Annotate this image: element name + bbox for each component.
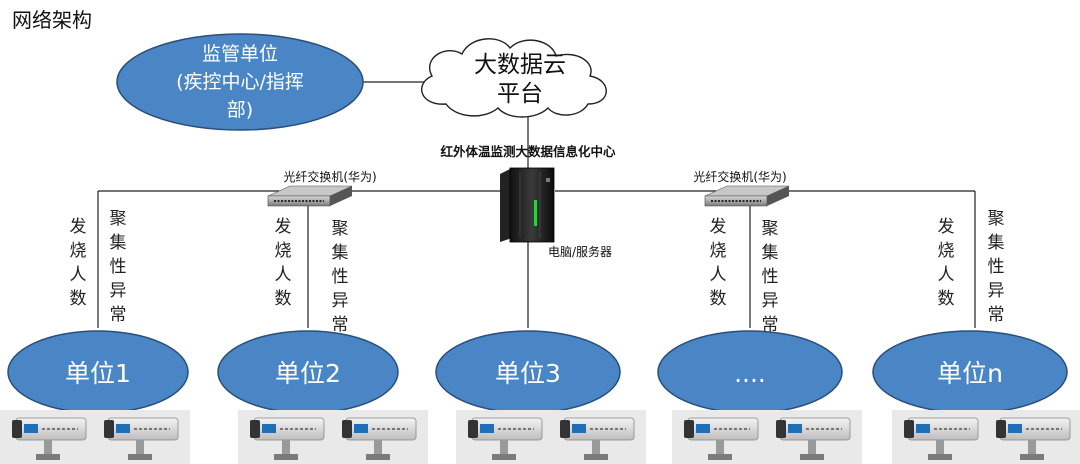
unit-node-2: 单位2	[217, 330, 399, 414]
camera-icon	[904, 417, 979, 460]
camera-icon	[342, 417, 417, 460]
camera-icon	[468, 417, 543, 460]
server-label: 电脑/服务器	[548, 244, 612, 259]
supervisor-line-2: (疾控中心/指挥	[176, 71, 304, 93]
switch-left-label: 光纤交换机(华为)	[283, 169, 376, 184]
camera-icon	[684, 417, 759, 460]
page-title: 网络架构	[12, 8, 92, 32]
unit-node-1: 单位1	[7, 330, 189, 414]
unit-node-3: 单位3	[435, 330, 621, 414]
unit-node-5: 单位n	[872, 330, 1068, 414]
edge-labels: 发烧人数 聚集性异常 发烧人数 聚集性异常 发烧人数 聚集性异常 发烧人数 聚集性异常	[70, 209, 1005, 335]
unit-label: 单位3	[495, 359, 561, 388]
cluster-anomaly-label: 聚集性异常	[110, 209, 127, 325]
supervisor-line-3: 部)	[227, 99, 253, 121]
switch-right-label: 光纤交换机(华为)	[693, 169, 786, 184]
camera-icon	[996, 417, 1071, 460]
camera-icon	[12, 417, 87, 460]
cluster-anomaly-label: 聚集性异常	[988, 209, 1005, 325]
camera-icon	[776, 417, 851, 460]
server-rack-icon	[500, 167, 555, 243]
camera-row	[0, 410, 1080, 464]
unit-label: 单位1	[65, 359, 131, 388]
supervisor-line-1: 监管单位	[202, 43, 278, 65]
fever-count-label: 发烧人数	[70, 217, 87, 309]
fever-count-label: 发烧人数	[938, 217, 955, 309]
camera-icon	[560, 417, 635, 460]
camera-icon	[250, 417, 325, 460]
cloud-line-2: 平台	[497, 81, 543, 107]
switch-icon	[267, 185, 353, 207]
unit-node-4: ....	[657, 330, 843, 414]
switch-icon	[704, 185, 790, 207]
cloud-icon: 大数据云 平台	[421, 38, 607, 118]
fever-count-label: 发烧人数	[710, 217, 727, 309]
center-label: 红外体温监测大数据信息化中心	[440, 144, 616, 159]
unit-label: ....	[734, 359, 766, 388]
fever-count-label: 发烧人数	[275, 217, 292, 309]
cluster-anomaly-label: 聚集性异常	[762, 219, 779, 335]
camera-icon	[104, 417, 179, 460]
cluster-anomaly-label: 聚集性异常	[332, 219, 349, 335]
unit-label: 单位n	[937, 359, 1003, 388]
supervisor-node: 监管单位 (疾控中心/指挥 部)	[116, 33, 364, 131]
unit-label: 单位2	[275, 359, 341, 388]
cloud-line-1: 大数据云	[474, 52, 566, 78]
